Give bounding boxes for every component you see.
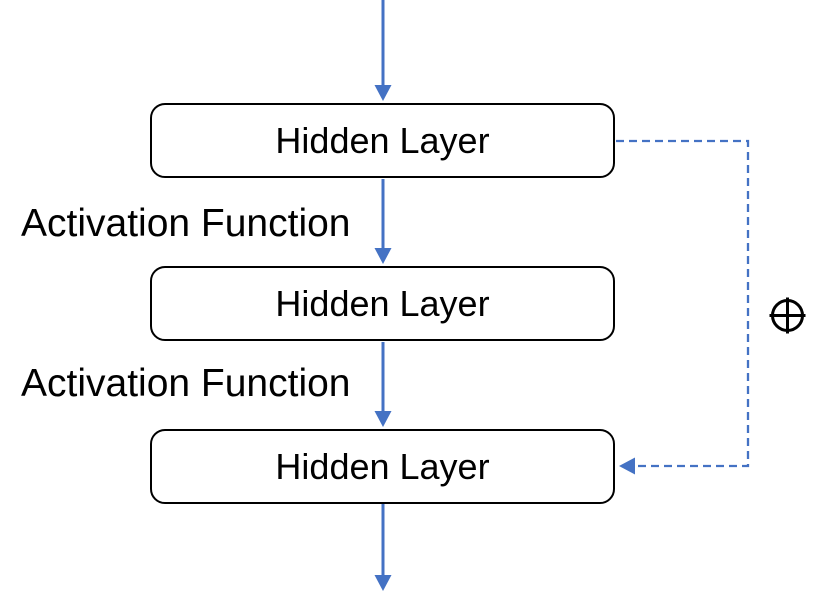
activation-function-label-2: Activation Function: [21, 362, 351, 405]
output-arrow: [374, 503, 392, 591]
hidden-layer-box-2: Hidden Layer: [150, 266, 615, 341]
circled-plus-icon: [769, 297, 806, 334]
input-arrow: [374, 0, 392, 101]
skip-connection-dashed-arrow: [616, 139, 750, 475]
hidden-layer-box-2-label: Hidden Layer: [275, 282, 490, 324]
activation-function-label-1: Activation Function: [21, 202, 351, 245]
arrow-hidden2-to-hidden3: [374, 342, 392, 427]
arrow-hidden1-to-hidden2: [374, 179, 392, 264]
hidden-layer-box-3-label: Hidden Layer: [275, 445, 490, 487]
hidden-layer-box-3: Hidden Layer: [150, 429, 615, 504]
hidden-layer-box-1: Hidden Layer: [150, 103, 615, 178]
hidden-layer-box-1-label: Hidden Layer: [275, 119, 490, 161]
